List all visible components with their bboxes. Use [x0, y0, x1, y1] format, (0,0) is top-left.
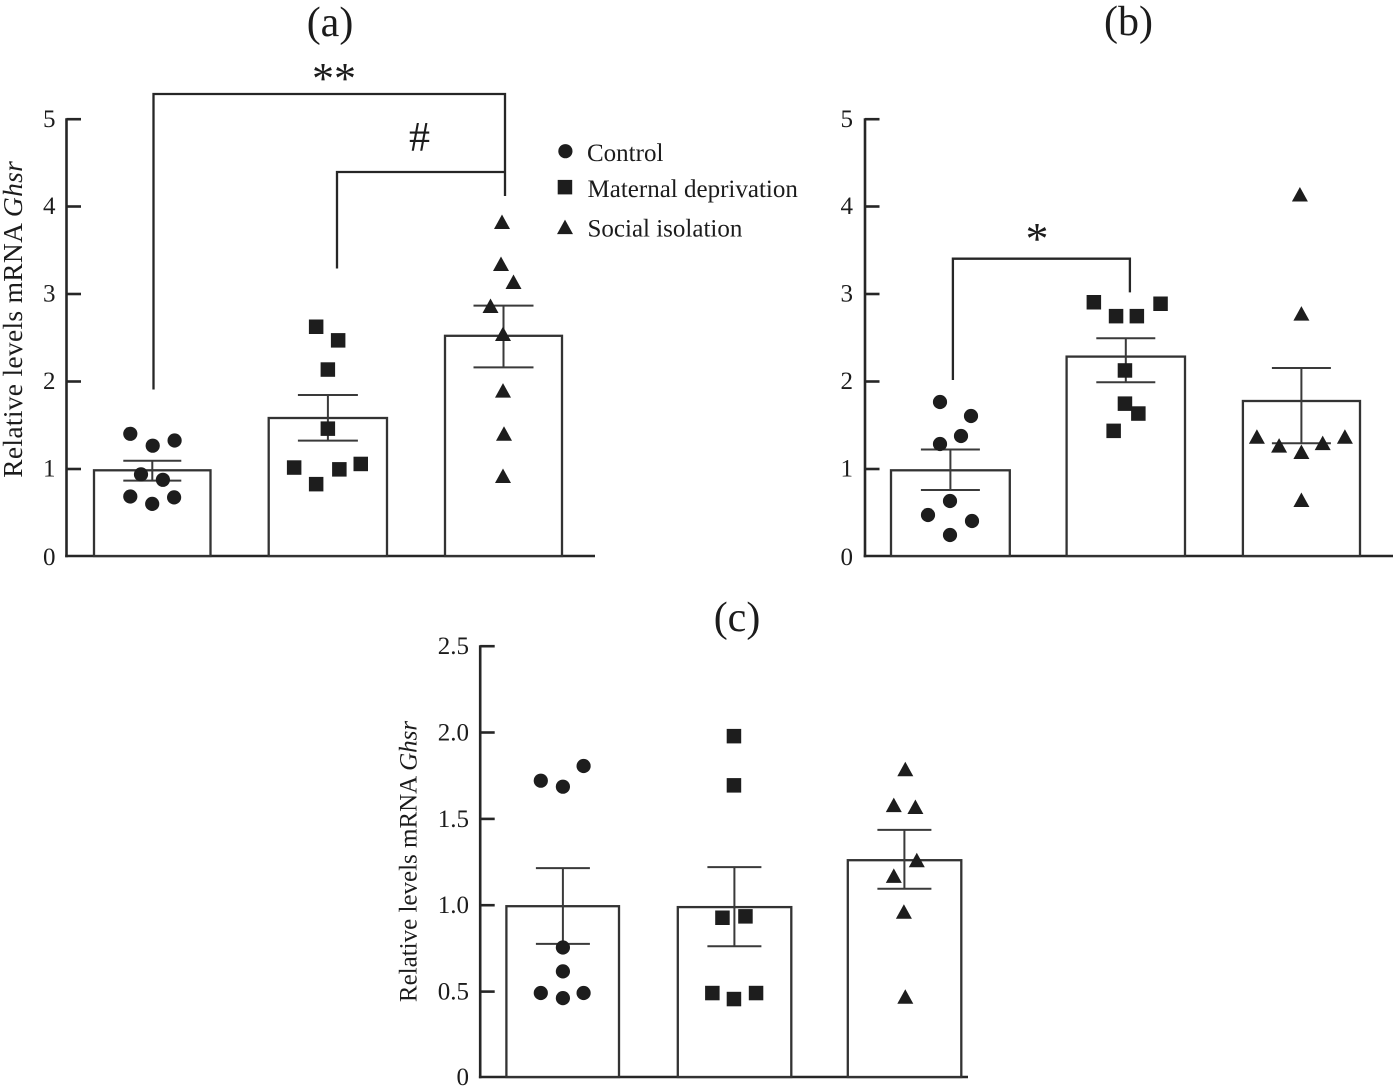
svg-text:1.5: 1.5 — [438, 806, 469, 833]
svg-text:(a): (a) — [307, 0, 354, 46]
svg-text:Social isolation: Social isolation — [588, 216, 743, 243]
svg-text:0: 0 — [457, 1064, 470, 1091]
svg-text:2.5: 2.5 — [438, 633, 469, 660]
svg-text:5: 5 — [841, 106, 854, 133]
svg-text:1: 1 — [841, 456, 854, 483]
svg-text:#: # — [409, 115, 430, 161]
svg-text:Relative levels mRNA Ghsr: Relative levels mRNA Ghsr — [0, 161, 28, 478]
svg-text:4: 4 — [43, 193, 56, 220]
svg-text:*: * — [1026, 213, 1049, 264]
svg-text:0: 0 — [841, 544, 854, 571]
svg-text:2: 2 — [43, 368, 56, 395]
svg-text:0.5: 0.5 — [438, 979, 469, 1006]
svg-text:5: 5 — [43, 106, 56, 133]
svg-text:(c): (c) — [714, 595, 761, 641]
svg-text:Maternal deprivation: Maternal deprivation — [588, 176, 799, 203]
svg-text:1: 1 — [43, 456, 56, 483]
svg-text:**: ** — [312, 54, 356, 103]
svg-text:3: 3 — [43, 281, 56, 308]
svg-text:2.0: 2.0 — [438, 720, 469, 747]
svg-text:Control: Control — [587, 140, 663, 167]
svg-text:3: 3 — [841, 281, 854, 308]
svg-text:0: 0 — [43, 544, 56, 571]
svg-text:4: 4 — [841, 193, 854, 220]
svg-text:1.0: 1.0 — [438, 892, 469, 919]
svg-text:2: 2 — [841, 368, 854, 395]
svg-text:(b): (b) — [1104, 0, 1153, 45]
svg-text:Relative levels mRNA Ghsr: Relative levels mRNA Ghsr — [395, 721, 422, 1003]
